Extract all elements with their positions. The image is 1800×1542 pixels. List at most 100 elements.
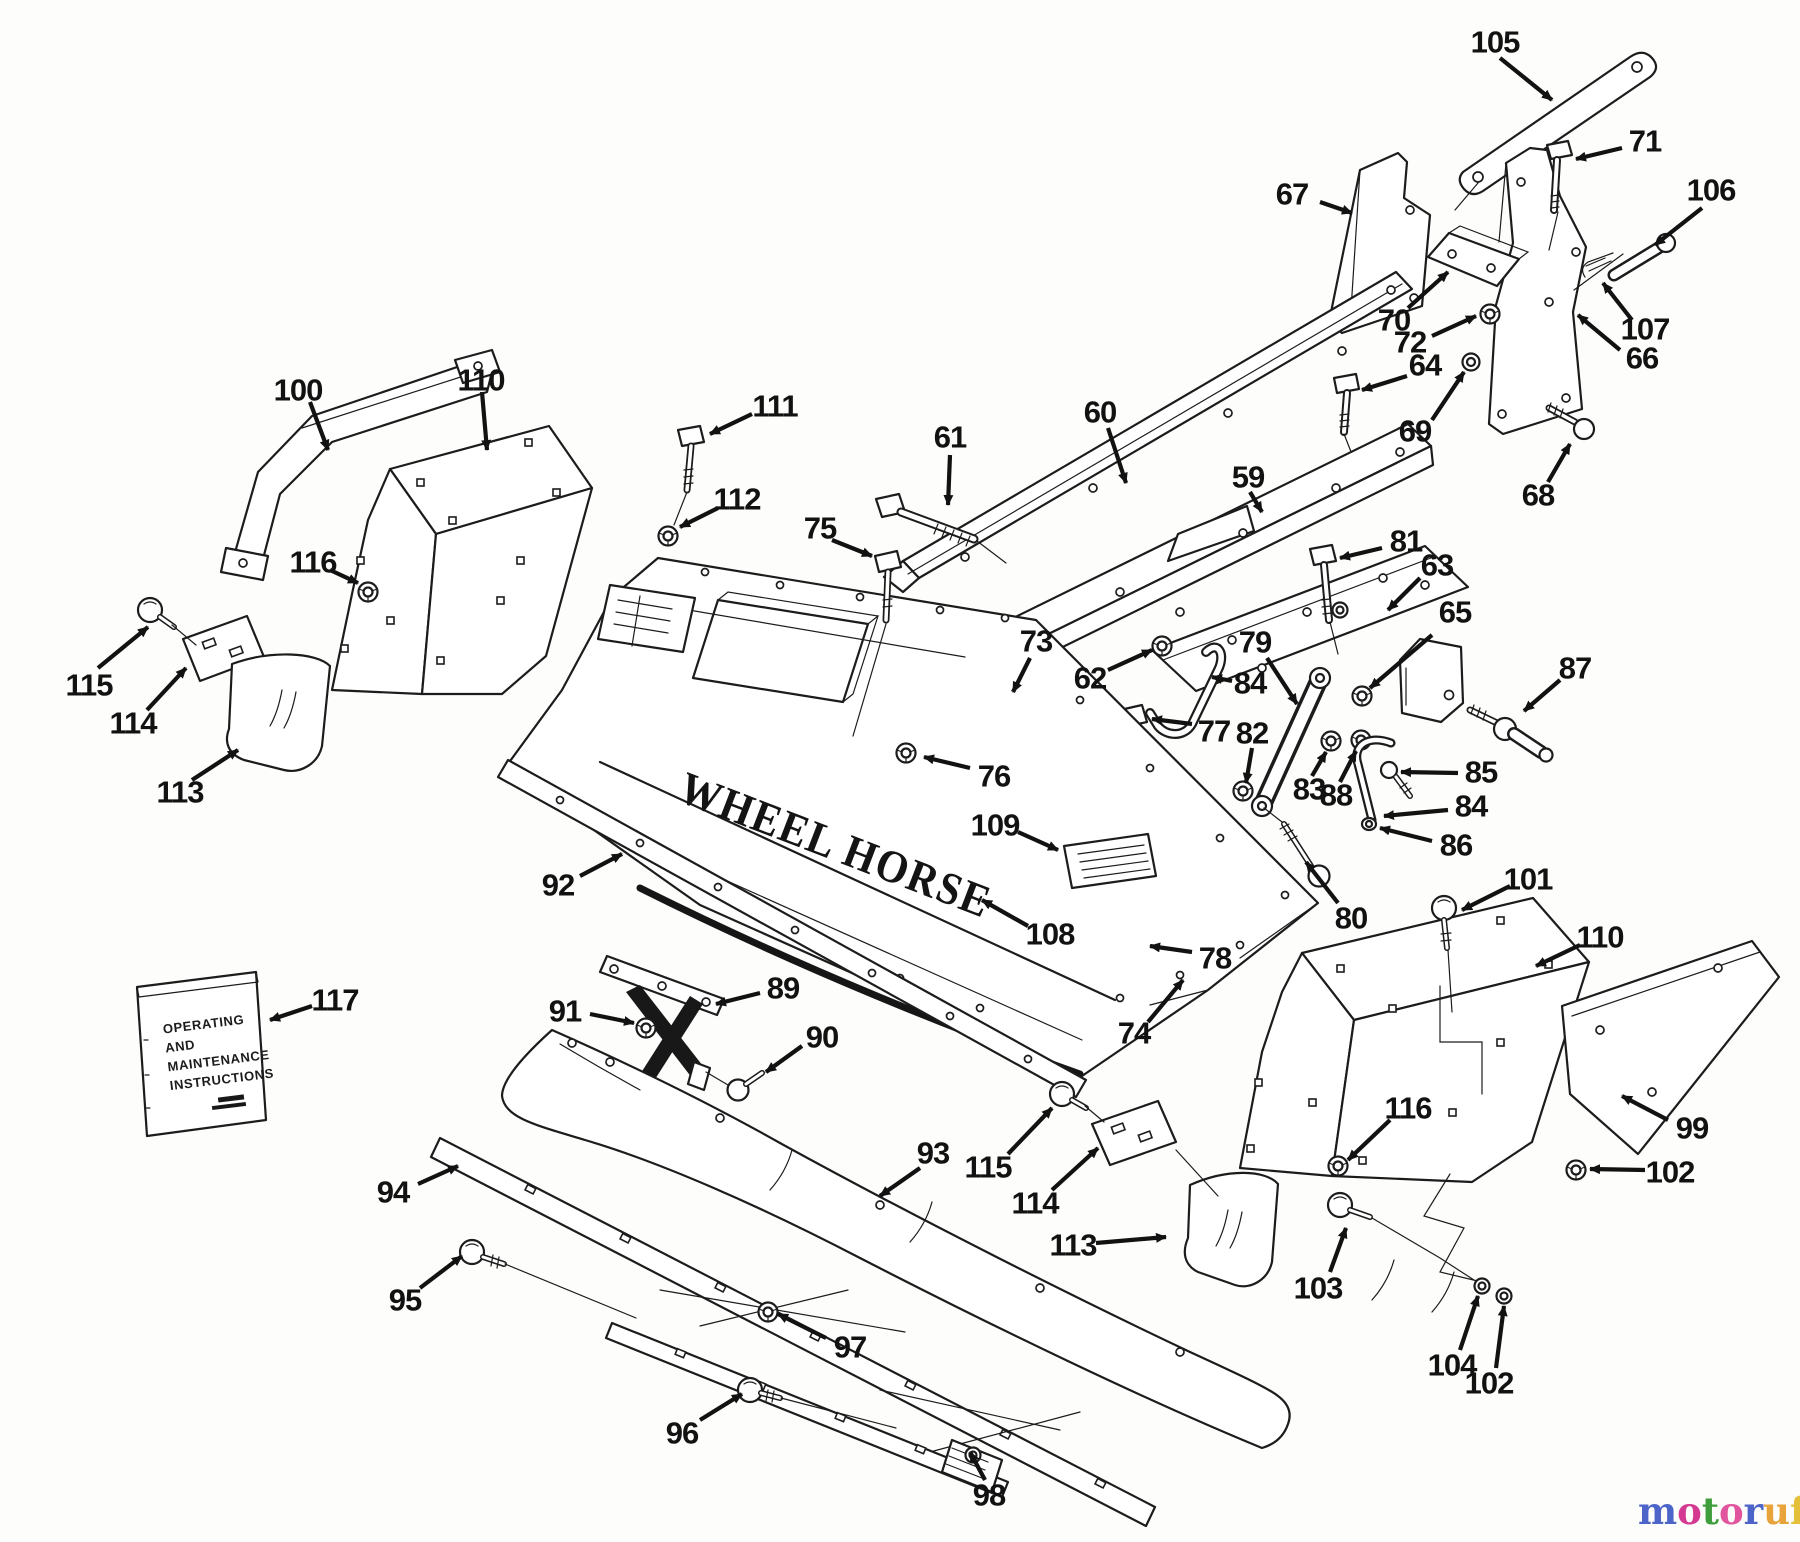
callout-89-47: 89 (767, 971, 800, 1006)
part-bolt-85 (1379, 760, 1413, 799)
part-nut-116-left (357, 581, 379, 603)
callout-108-41: 108 (1026, 917, 1075, 952)
leader-arrow-72-5 (1431, 314, 1477, 338)
part-nut-83 (1320, 730, 1342, 752)
leader-arrow-66-7 (1576, 313, 1622, 352)
leader-arrow-68-10 (1546, 442, 1572, 484)
assembly-left-fender (136, 348, 594, 772)
callout-116-19: 116 (289, 545, 337, 580)
leader-arrow-86-38 (1379, 825, 1433, 844)
leader-arrow-74-46 (1146, 978, 1185, 1024)
leader-arrow-75-18 (831, 538, 873, 558)
part-bolt-101 (1430, 894, 1458, 1013)
callout-67-2: 67 (1276, 177, 1308, 212)
manual-line-2: AND (164, 1037, 196, 1056)
callout-109-39: 109 (971, 808, 1020, 843)
leader-arrow-116-19 (329, 568, 359, 585)
leader-arrow-67-2 (1319, 200, 1353, 215)
callout-104-64: 104 (1428, 1348, 1478, 1383)
part-bolt-64 (1332, 372, 1361, 473)
callout-112-16: 112 (713, 482, 760, 517)
leader-arrow-65-22 (1368, 633, 1434, 690)
part-bolt-115-left (136, 596, 306, 713)
leader-arrow-87-28 (1522, 678, 1562, 713)
callout-68-10: 68 (1522, 478, 1555, 513)
leader-arrow-92-40 (579, 852, 623, 878)
part-fender-110-right (1238, 896, 1591, 1184)
callout-114-58: 114 (1011, 1186, 1060, 1221)
callout-113-32: 113 (156, 775, 204, 810)
leader-arrow-84-26 (1211, 674, 1233, 684)
leader-arrow-117-50 (269, 1004, 313, 1022)
assembly-hitch-brackets (1327, 51, 1677, 473)
part-bolt-68 (1545, 402, 1596, 441)
leader-arrow-84-37 (1383, 807, 1449, 821)
leader-arrow-61-14 (943, 454, 954, 506)
callout-96-62: 96 (666, 1416, 699, 1451)
callout-91-48: 91 (549, 994, 582, 1029)
deck-warning-sticker (596, 583, 697, 654)
part-plate-114-right (1090, 1099, 1178, 1167)
assembly-right-fender (1048, 894, 1781, 1313)
leader-arrow-63-21 (1386, 576, 1422, 612)
leader-arrow-80-43 (1304, 860, 1340, 905)
callout-95-55: 95 (389, 1283, 422, 1318)
assembly-plow-blade (429, 1028, 1291, 1528)
leader-arrow-99-53 (1621, 1094, 1669, 1122)
deck-vent-sticker-109 (1062, 832, 1158, 890)
part-nut-104 (1473, 1277, 1491, 1295)
part-fender-110-left (330, 424, 594, 696)
callout-100-11: 100 (274, 373, 323, 408)
part-link-arm-79 (1250, 666, 1332, 818)
part-bolt-75 (852, 549, 903, 737)
leader-arrow-97-61 (777, 1312, 827, 1340)
leader-arrow-78-42 (1149, 942, 1193, 955)
leader-arrow-76-33 (923, 754, 971, 771)
callout-102-54: 102 (1646, 1155, 1695, 1190)
callout-72-5: 72 (1394, 325, 1426, 360)
part-mudflap-113-right (1183, 1171, 1280, 1288)
leader-arrow-115-57 (1006, 1106, 1054, 1156)
callout-85-36: 85 (1465, 755, 1498, 790)
leader-arrow-104-64 (1458, 1295, 1480, 1351)
leader-arrow-64-8 (1361, 373, 1408, 393)
leader-arrow-107-6 (1601, 281, 1634, 322)
leader-arrow-94-51 (417, 1164, 459, 1186)
leader-arrow-81-20 (1339, 545, 1383, 561)
part-deck-73 (503, 556, 1320, 1078)
leader-arrow-110-12 (479, 391, 492, 451)
leader-arrow-111-13 (709, 412, 753, 436)
callout-69-9: 69 (1399, 414, 1432, 449)
callout-107-6: 107 (1621, 312, 1670, 347)
part-mudflap-113-left (225, 653, 332, 772)
part-nut-102-upper (1565, 1159, 1587, 1181)
leader-arrow-73-29 (1011, 657, 1032, 693)
callout-102-65: 102 (1465, 1366, 1514, 1401)
callout-80-43: 80 (1335, 901, 1367, 936)
part-washer-86 (1360, 816, 1378, 832)
leader-arrow-83-34 (1310, 750, 1328, 778)
leader-arrow-82-31 (1242, 747, 1255, 784)
leader-arrow-109-39 (1017, 830, 1059, 852)
leader-arrow-106-3 (1653, 206, 1704, 247)
leader-arrow-100-11 (308, 401, 330, 451)
leader-arrow-85-36 (1400, 767, 1459, 778)
part-bolt-115-right (1048, 1080, 1219, 1197)
part-nut-65 (1351, 685, 1373, 707)
part-bracket-65 (1398, 637, 1465, 724)
part-nut-112 (657, 525, 679, 547)
callout-110-45: 110 (1576, 920, 1623, 955)
leader-arrow-95-55 (418, 1254, 464, 1290)
part-bolt-81 (1308, 543, 1339, 655)
part-nut-91 (635, 1017, 657, 1039)
callout-77-30: 77 (1198, 714, 1230, 749)
leader-arrow-96-62 (698, 1392, 744, 1422)
part-strap-84b (1352, 735, 1396, 825)
part-strip-92 (496, 758, 1088, 1099)
callout-73-29: 73 (1020, 624, 1053, 659)
callout-115-57: 115 (964, 1150, 1012, 1185)
leader-arrow-102-54 (1589, 1164, 1646, 1175)
part-washer-69 (1461, 352, 1481, 372)
callout-103-60: 103 (1294, 1271, 1343, 1306)
callout-87-28: 87 (1559, 651, 1591, 686)
